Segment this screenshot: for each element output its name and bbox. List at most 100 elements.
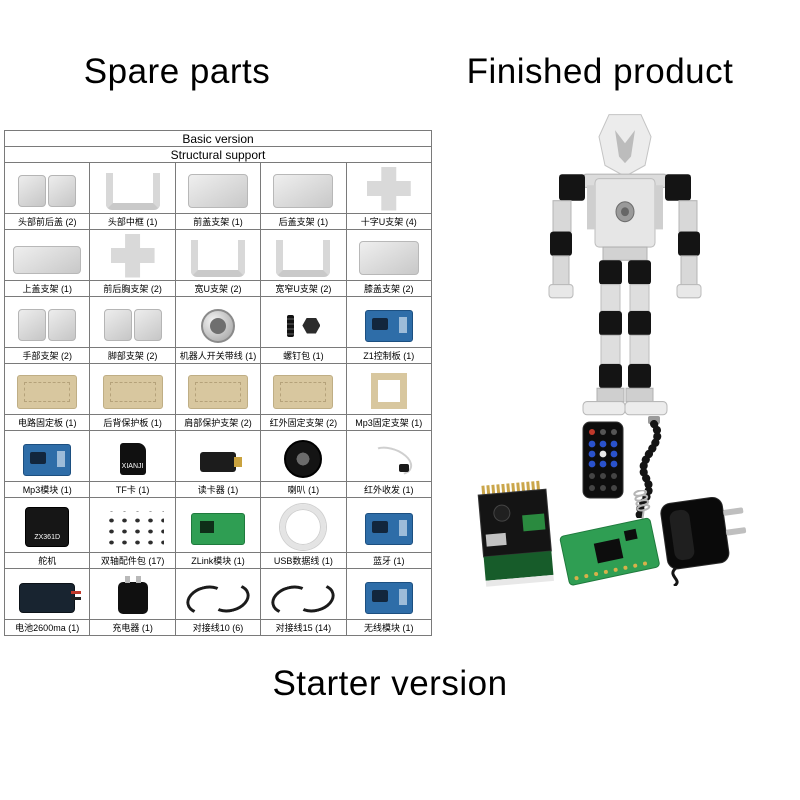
wide-narrow-u-bracket-image (276, 240, 331, 277)
part-label: 前盖支架 (1) (174, 213, 262, 230)
part-image-cell (260, 568, 347, 620)
front-cover-bracket-image (187, 174, 248, 208)
part-label: 螺钉包 (1) (260, 347, 347, 364)
part-label: 头部中框 (1) (89, 213, 176, 230)
part-image-cell (345, 430, 433, 482)
docking-cable-10-image (186, 586, 250, 612)
part-image-row (3, 568, 433, 620)
thumb-text: XIANJI (121, 463, 144, 470)
wide-u-bracket-image (190, 240, 245, 277)
zlink-module-image (190, 512, 245, 545)
shoulder-protection-bracket-image (187, 375, 248, 409)
part-label-row: 手部支架 (2)脚部支架 (2)机器人开关带线 (1)螺钉包 (1)Z1控制板 … (3, 347, 433, 364)
part-image-cell (89, 229, 176, 281)
part-image-row: XIANJI (3, 430, 433, 482)
starter-version-heading: Starter version (272, 664, 508, 703)
part-image-cell (345, 229, 433, 281)
cross-u-bracket-image (366, 166, 411, 211)
part-image-cell (89, 497, 176, 553)
part-image-cell (260, 296, 347, 348)
part-label: 红外收发 (1) (345, 481, 433, 498)
part-label: 双轴配件包 (17) (89, 552, 176, 569)
tf-card-image: XIANJI (119, 443, 146, 475)
part-image-row: ZX361D (3, 497, 433, 553)
mp3-module-image (23, 443, 72, 476)
part-label-row: 电路固定板 (1)后背保护板 (1)肩部保护支架 (2)红外固定支架 (2)Mp… (3, 414, 433, 431)
parts-table-body: 头部前后盖 (2)头部中框 (1)前盖支架 (1)后盖支架 (1)十字U支架 (… (3, 162, 433, 636)
front-back-chest-bracket-image (110, 233, 155, 278)
wireless-module-with-antenna-image (550, 489, 674, 596)
part-image-cell (3, 430, 91, 482)
part-label-row: 电池2600ma (1)充电器 (1)对接线10 (6)对接线15 (14)无线… (3, 619, 433, 636)
part-label: 舵机 (3, 552, 91, 569)
part-label: Mp3固定支架 (1) (345, 414, 433, 431)
part-label: 膝盖支架 (2) (345, 280, 433, 297)
docking-cable-15-image (271, 586, 335, 612)
part-label-row: Mp3模块 (1)TF卡 (1)读卡器 (1)喇叭 (1)红外收发 (1) (3, 481, 433, 498)
part-label: 前后胸支架 (2) (89, 280, 176, 297)
ir-transceiver-image (365, 446, 413, 474)
part-label: 十字U支架 (4) (345, 213, 433, 230)
power-adapter-image (656, 474, 760, 588)
part-image-cell (174, 229, 262, 281)
audio-amplifier-board-image (474, 472, 558, 602)
part-label: 电路固定板 (1) (3, 414, 91, 431)
part-image-cell (345, 162, 433, 214)
part-image-cell (345, 568, 433, 620)
part-image-cell (3, 296, 91, 348)
part-label: Z1控制板 (1) (345, 347, 433, 364)
screw-pack-image (278, 311, 328, 341)
foot-bracket-image (103, 308, 163, 342)
part-label: 对接线10 (6) (174, 619, 262, 636)
mp3-fixing-bracket-image (370, 373, 407, 409)
table-title-structural-support: Structural support (4, 146, 432, 163)
wireless-module-image (364, 581, 413, 614)
part-label: 手部支架 (2) (3, 347, 91, 364)
part-label: 无线模块 (1) (345, 619, 433, 636)
part-label: 后盖支架 (1) (260, 213, 347, 230)
part-label: 肩部保护支架 (2) (174, 414, 262, 431)
hand-bracket-image (17, 308, 77, 342)
robot-switch-cable-image (200, 308, 235, 343)
part-image-cell (260, 229, 347, 281)
part-label: ZLink模块 (1) (174, 552, 262, 569)
part-label-row: 舵机双轴配件包 (17)ZLink模块 (1)USB数据线 (1)蓝牙 (1) (3, 552, 433, 569)
ir-remote-control-image (580, 420, 626, 502)
ir-fixing-bracket-image (273, 375, 334, 409)
z1-control-board-image (364, 309, 413, 342)
part-image-cell (260, 363, 347, 415)
part-image-row (3, 229, 433, 281)
part-label: Mp3模块 (1) (3, 481, 91, 498)
part-image-cell (260, 162, 347, 214)
part-label: 读卡器 (1) (174, 481, 262, 498)
thumb-text: ZX361D (34, 533, 61, 541)
part-label-row: 头部前后盖 (2)头部中框 (1)前盖支架 (1)后盖支架 (1)十字U支架 (… (3, 213, 433, 230)
part-label: 机器人开关带线 (1) (174, 347, 262, 364)
part-label: TF卡 (1) (89, 481, 176, 498)
part-label: 宽窄U支架 (2) (260, 280, 347, 297)
card-reader-image (199, 452, 242, 472)
part-image-cell (174, 430, 262, 482)
battery-2600ma-image (19, 583, 82, 613)
part-image-cell: ZX361D (3, 497, 91, 553)
knee-bracket-image (358, 241, 419, 275)
head-middle-frame-image (105, 173, 160, 210)
part-label: 蓝牙 (1) (345, 552, 433, 569)
part-image-row (3, 363, 433, 415)
usb-data-cable-image (280, 504, 327, 550)
spare-parts-heading: Spare parts (83, 52, 271, 91)
speaker-image (284, 439, 323, 478)
part-label: 脚部支架 (2) (89, 347, 176, 364)
part-label: 上盖支架 (1) (3, 280, 91, 297)
part-image-cell (3, 229, 91, 281)
part-label: 头部前后盖 (2) (3, 213, 91, 230)
servo-motor-image: ZX361D (25, 506, 70, 547)
part-label: 宽U支架 (2) (174, 280, 262, 297)
part-image-cell (174, 296, 262, 348)
part-image-cell (3, 162, 91, 214)
part-image-cell (89, 296, 176, 348)
part-label: 红外固定支架 (2) (260, 414, 347, 431)
part-label-row: 上盖支架 (1)前后胸支架 (2)宽U支架 (2)宽窄U支架 (2)膝盖支架 (… (3, 280, 433, 297)
bluetooth-module-image (364, 512, 413, 545)
